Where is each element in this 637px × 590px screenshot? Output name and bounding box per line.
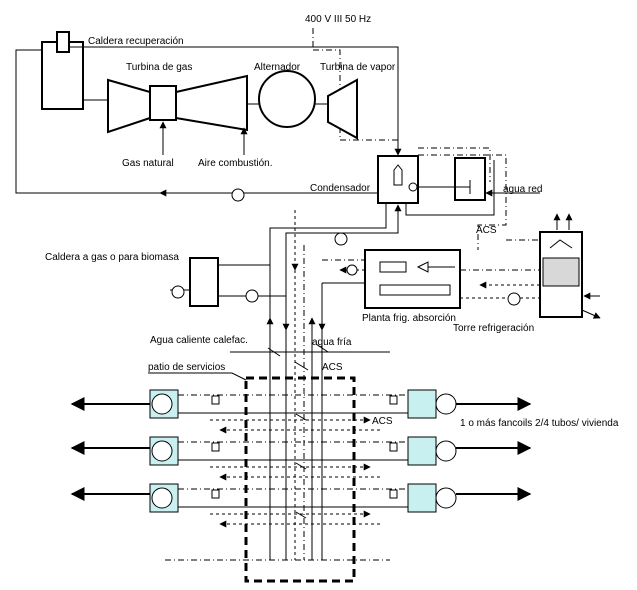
- condenser: [377, 155, 419, 204]
- gas-turbine-label: Turbina de gas: [126, 62, 192, 73]
- chiller-generator: [379, 261, 407, 273]
- chiller-pump: [346, 264, 358, 276]
- recovery-boiler-stack: [56, 31, 70, 53]
- tower-fill: [542, 257, 580, 287]
- fancoil-row-1: [70, 389, 532, 434]
- biomass-boiler-label: Caldera a gas o para biomasa: [45, 252, 179, 263]
- alternator: [258, 70, 316, 128]
- cold-tick: [315, 343, 329, 353]
- condenser-element: [393, 164, 403, 186]
- return-pump: [231, 188, 245, 202]
- fuel-pump: [171, 285, 185, 299]
- condenser-label: Condensador: [310, 183, 371, 194]
- riser-tick-1: [295, 413, 307, 421]
- recovery-boiler-label: Caldera recuperación: [88, 36, 184, 47]
- service-yard: [244, 376, 356, 583]
- absorption-plant-label: Planta frig. absorción: [362, 313, 456, 324]
- steam-supply-line: [69, 46, 399, 125]
- steam-turbine: [327, 78, 358, 140]
- mains-water-label: agua red: [503, 184, 542, 195]
- tower-pump: [507, 292, 521, 306]
- acs-mid-label: ACS: [322, 362, 343, 373]
- steam-turbine-label: Turbina de vapor: [320, 62, 396, 73]
- chiller-arrow: [416, 261, 429, 273]
- biomass-pump: [245, 289, 259, 303]
- condenser-valve: [408, 182, 418, 192]
- riser-tick-3: [295, 511, 307, 519]
- chiller-absorber: [379, 284, 451, 296]
- fancoil-row-3: [70, 483, 532, 528]
- exchanger-return: [405, 160, 495, 216]
- heating-supply: [269, 203, 387, 330]
- natural-gas-label: Gas natural: [122, 158, 174, 169]
- tower-air-out: [581, 309, 601, 319]
- gas-turbine-combustor: [149, 85, 177, 121]
- tower-fan: [549, 239, 573, 249]
- service-yard-leader: [148, 372, 247, 381]
- power-supply-label: 400 V III 50 Hz: [305, 14, 371, 25]
- acs-right-label: ACS: [372, 416, 393, 427]
- acs-tick: [294, 361, 309, 371]
- alternator-label: Alternador: [254, 62, 301, 73]
- acs-line-b: [418, 154, 507, 250]
- gas-turbine-compressor: [107, 78, 151, 134]
- fancoil-row-2: [70, 436, 532, 481]
- cold-water-label: agua fría: [312, 337, 352, 348]
- service-yard-label: patio de servicios: [148, 362, 225, 373]
- gas-turbine-expander: [175, 74, 248, 132]
- acs-top-label: ACS: [476, 225, 497, 236]
- cooling-tower-label: Torre refrigeración: [453, 323, 534, 334]
- combustion-air-label: Aire combustión.: [198, 158, 272, 169]
- heating-water-label: Agua caliente calefac.: [150, 335, 248, 346]
- absorption-chiller: [364, 249, 461, 309]
- biomass-boiler: [189, 257, 219, 307]
- fancoils-label: 1 o más fancoils 2/4 tubos/ vivienda: [460, 418, 619, 429]
- power-line-branch: [313, 49, 400, 141]
- acs-line-a: [418, 147, 491, 182]
- heating-pump: [334, 232, 348, 246]
- riser-tick-2: [295, 462, 307, 470]
